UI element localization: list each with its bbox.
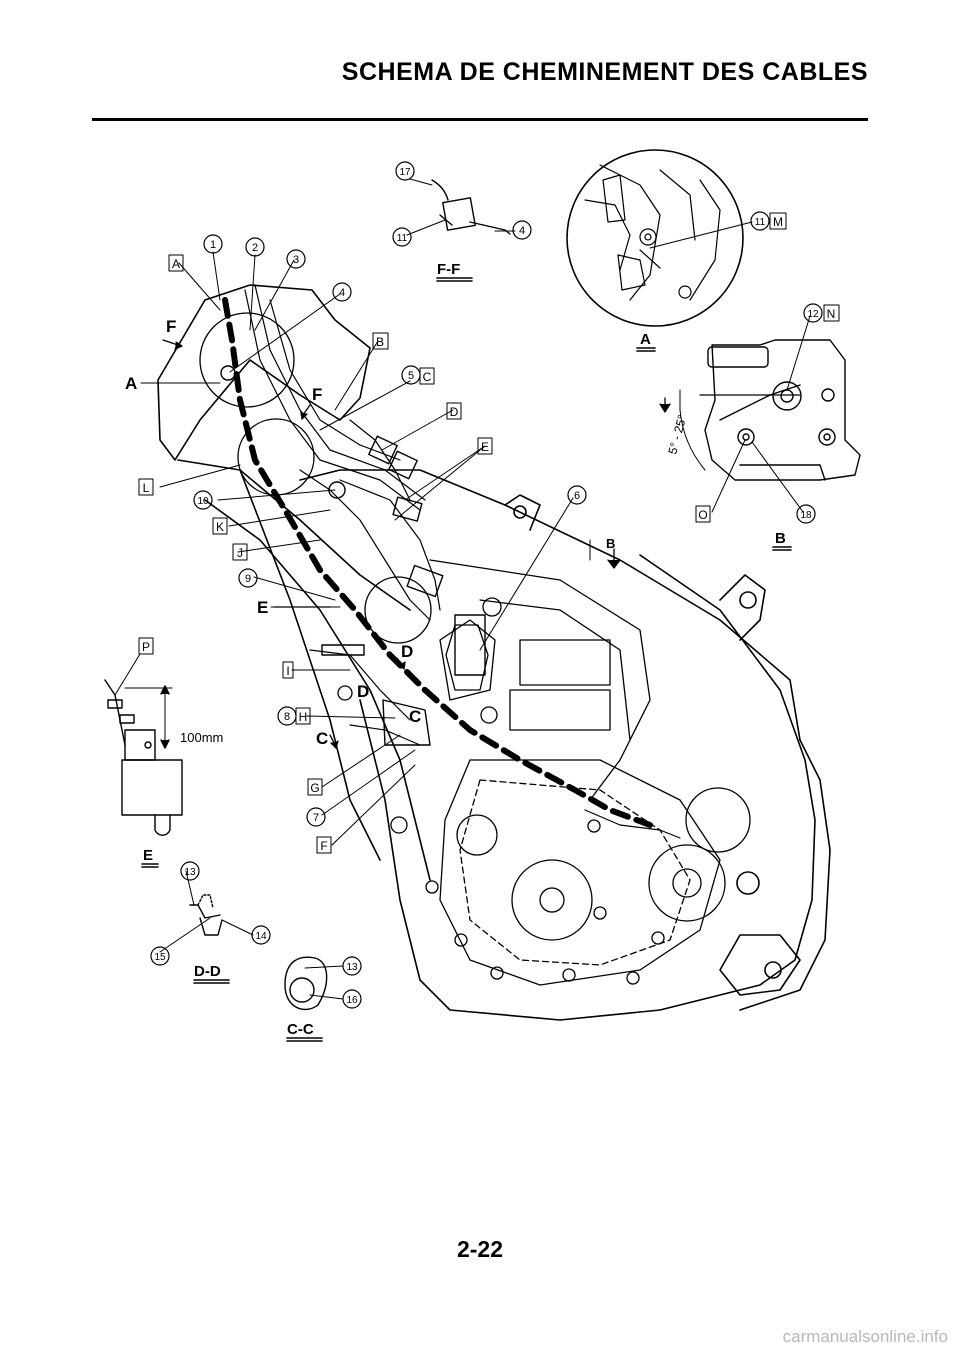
callout-15: 15 bbox=[154, 952, 166, 963]
engine-block bbox=[337, 559, 751, 986]
callout-2: 2 bbox=[252, 242, 258, 254]
section-c-left: C bbox=[316, 729, 328, 748]
callout-10: 10 bbox=[197, 496, 209, 507]
box-label-h: H bbox=[299, 710, 308, 724]
box-label-d: D bbox=[450, 405, 459, 419]
detail-view-b bbox=[679, 339, 861, 481]
section-c-right: C bbox=[409, 707, 421, 726]
watermark: carmanualsonline.info bbox=[782, 1327, 948, 1346]
box-label-m: M bbox=[773, 215, 783, 229]
view-title-a: A bbox=[640, 331, 651, 348]
detail-view-dd bbox=[189, 894, 223, 936]
callout-1: 1 bbox=[210, 239, 216, 251]
callout-9: 9 bbox=[245, 573, 251, 585]
box-label-k: K bbox=[216, 520, 224, 534]
callout-11-ff: 11 bbox=[397, 233, 408, 244]
frame-outline bbox=[157, 284, 831, 1021]
box-label-o: O bbox=[698, 508, 707, 522]
box-label-c: C bbox=[423, 370, 432, 384]
callout-3: 3 bbox=[293, 254, 299, 266]
callout-17: 17 bbox=[399, 167, 411, 178]
callout-18: 18 bbox=[800, 510, 812, 521]
detail-view-ff bbox=[431, 179, 511, 235]
box-label-p: P bbox=[142, 640, 150, 654]
dimension-angle: 5° - 25° bbox=[665, 413, 689, 456]
detail-view-a bbox=[566, 149, 744, 327]
main-harness-route bbox=[222, 297, 653, 828]
box-label-j: J bbox=[237, 546, 243, 560]
view-title-ff: F-F bbox=[437, 261, 460, 278]
box-label-g: G bbox=[310, 781, 319, 795]
secondary-wires bbox=[244, 284, 681, 839]
callout-13-dd: 13 bbox=[184, 867, 196, 878]
dimension-length: 100mm bbox=[180, 730, 223, 745]
leader-lines bbox=[114, 178, 811, 1000]
section-arrows bbox=[162, 339, 671, 749]
detail-view-cc bbox=[284, 956, 328, 1011]
callout-8: 8 bbox=[284, 711, 290, 723]
detail-view-e bbox=[104, 679, 183, 836]
box-label-l: L bbox=[143, 481, 150, 495]
letter-boxes bbox=[138, 212, 840, 854]
box-label-e: E bbox=[481, 440, 489, 454]
page-title: SCHEMA DE CHEMINEMENT DES CABLES bbox=[341, 58, 868, 86]
title-rule bbox=[92, 118, 868, 121]
callout-5: 5 bbox=[408, 370, 414, 382]
callout-16: 16 bbox=[346, 995, 358, 1006]
callout-7: 7 bbox=[313, 812, 319, 824]
callout-11-a: 11 bbox=[755, 217, 766, 228]
view-title-dd: D-D bbox=[194, 963, 221, 980]
callout-4-ff: 4 bbox=[519, 225, 525, 237]
callout-6: 6 bbox=[574, 490, 580, 502]
section-e-arrow: E bbox=[257, 598, 268, 617]
view-title-e: E bbox=[143, 847, 153, 864]
view-title-cc: C-C bbox=[287, 1021, 314, 1038]
section-d-upper: D bbox=[401, 642, 413, 661]
view-title-underlines bbox=[141, 277, 792, 1042]
callout-4: 4 bbox=[339, 287, 345, 299]
box-label-n: N bbox=[827, 307, 836, 321]
box-label-a: A bbox=[172, 257, 180, 271]
box-label-b: B bbox=[376, 335, 384, 349]
box-label-i: I bbox=[286, 664, 289, 678]
page-number: 2-22 bbox=[456, 1236, 504, 1262]
box-label-f: F bbox=[320, 839, 327, 853]
section-f-mid: F bbox=[312, 385, 322, 404]
section-b-arrow: B bbox=[606, 536, 615, 551]
section-a-arrow: A bbox=[125, 374, 137, 393]
section-d-lower: D bbox=[357, 682, 369, 701]
view-title-b: B bbox=[775, 530, 786, 547]
callout-12: 12 bbox=[807, 309, 819, 320]
callout-circles bbox=[150, 161, 823, 1009]
callout-13-cc: 13 bbox=[346, 962, 358, 973]
connectors bbox=[220, 365, 486, 746]
section-f-top: F bbox=[166, 317, 176, 336]
callout-14: 14 bbox=[255, 931, 267, 942]
